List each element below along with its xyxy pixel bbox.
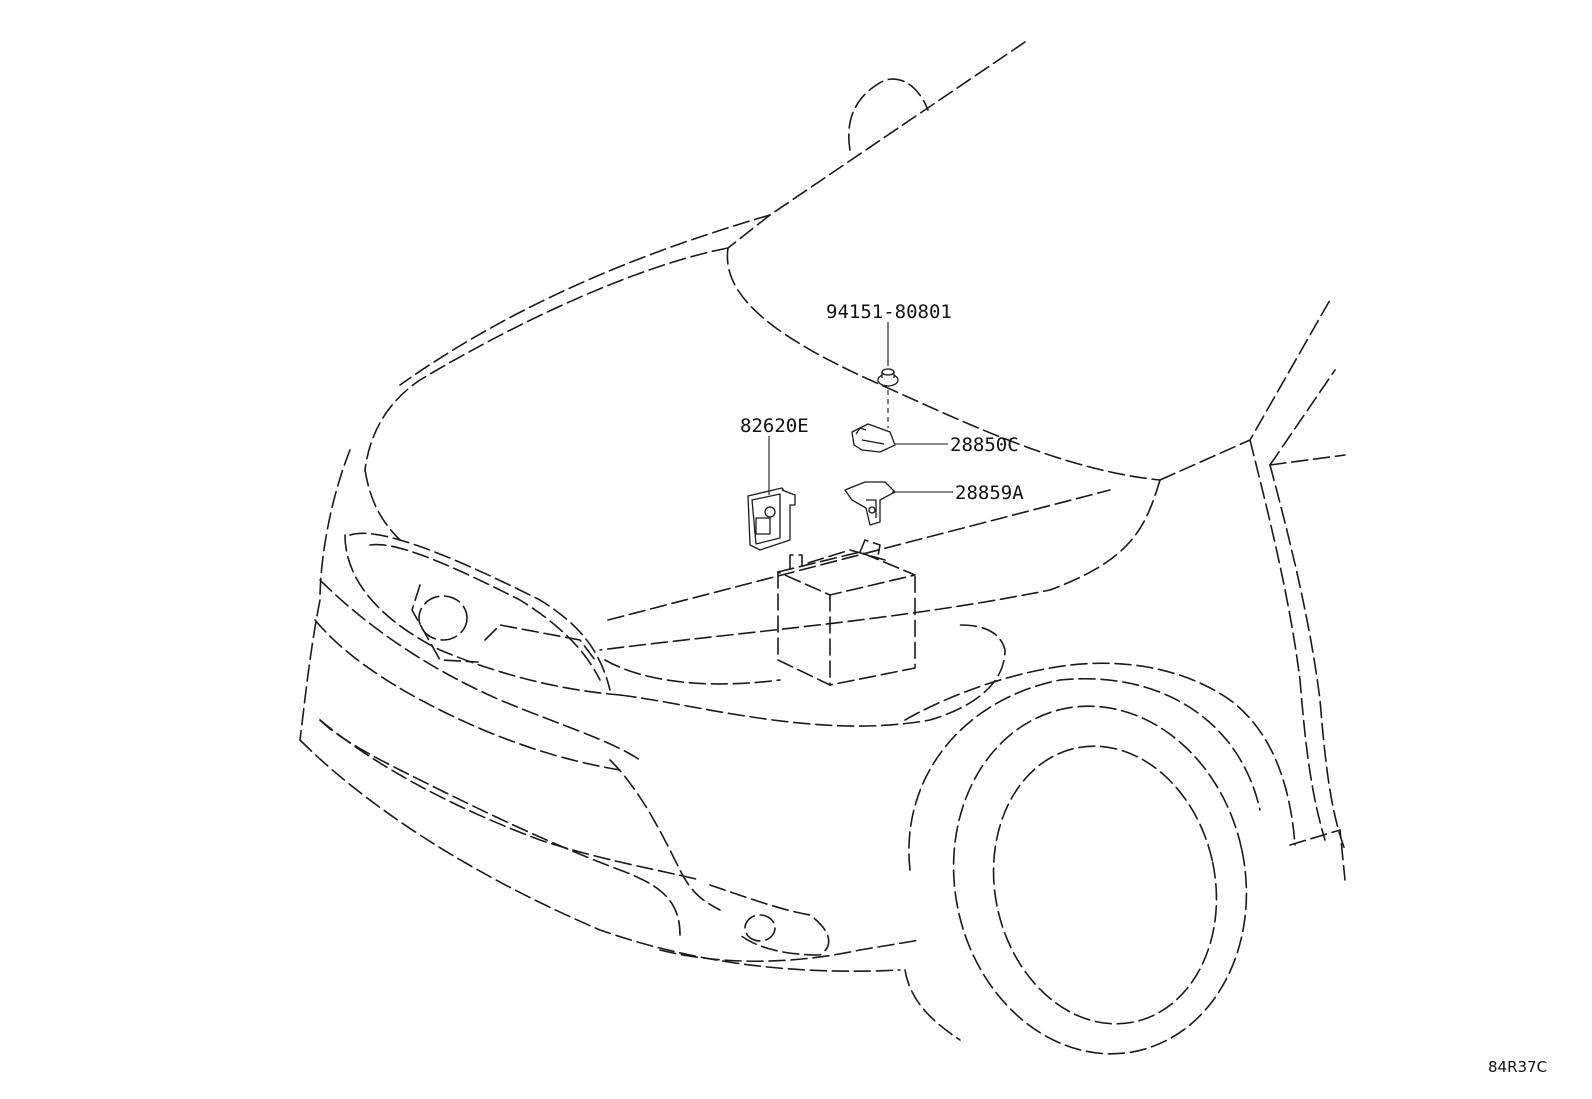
relay-block-part	[747, 487, 796, 551]
bracket-lower-part	[844, 481, 896, 526]
callout-relay-block: 82620E	[740, 415, 809, 437]
callout-bracket-lower: 28859A	[955, 482, 1024, 504]
callout-bolt: 94151-80801	[826, 301, 952, 323]
leader-lines	[768, 322, 953, 495]
bracket-upper-part	[851, 423, 896, 453]
battery	[777, 539, 916, 686]
bolt-part	[877, 368, 899, 387]
vehicle-outline	[299, 41, 1346, 1055]
illustration-code: 84R37C	[1488, 1058, 1547, 1076]
callout-bracket-upper: 28850C	[950, 434, 1019, 456]
